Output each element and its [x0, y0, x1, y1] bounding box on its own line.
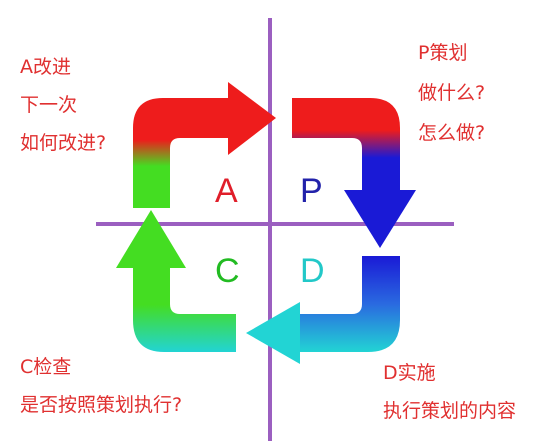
quadrant-letter-a: A [215, 172, 238, 210]
bottom-left-band [133, 266, 236, 352]
top-arrow-head [228, 82, 276, 155]
note-c-line-1: C检查 [20, 356, 72, 378]
quadrant-letter-p: P [300, 172, 323, 210]
note-p-line-1: P策划 [418, 42, 468, 64]
top-left-band [133, 98, 228, 208]
note-p-line-2: 做什么? [418, 82, 486, 104]
quadrant-letter-c: C [215, 252, 240, 290]
left-arrow-head [116, 210, 186, 268]
right-arrow-head [344, 190, 416, 248]
bottom-right-band [300, 256, 400, 352]
top-right-band [292, 98, 400, 190]
bottom-arrow-head [246, 302, 300, 364]
note-a-line-3: 如何改进? [20, 132, 107, 154]
quadrant-letter-d: D [300, 252, 325, 290]
note-d-line-2: 执行策划的内容 [383, 400, 517, 422]
note-c-line-2: 是否按照策划执行? [20, 394, 183, 416]
note-a-line-1: A改进 [20, 56, 71, 78]
note-a-line-2: 下一次 [20, 94, 78, 116]
note-p-line-3: 怎么做? [418, 122, 486, 144]
note-d-line-1: D实施 [383, 362, 436, 384]
